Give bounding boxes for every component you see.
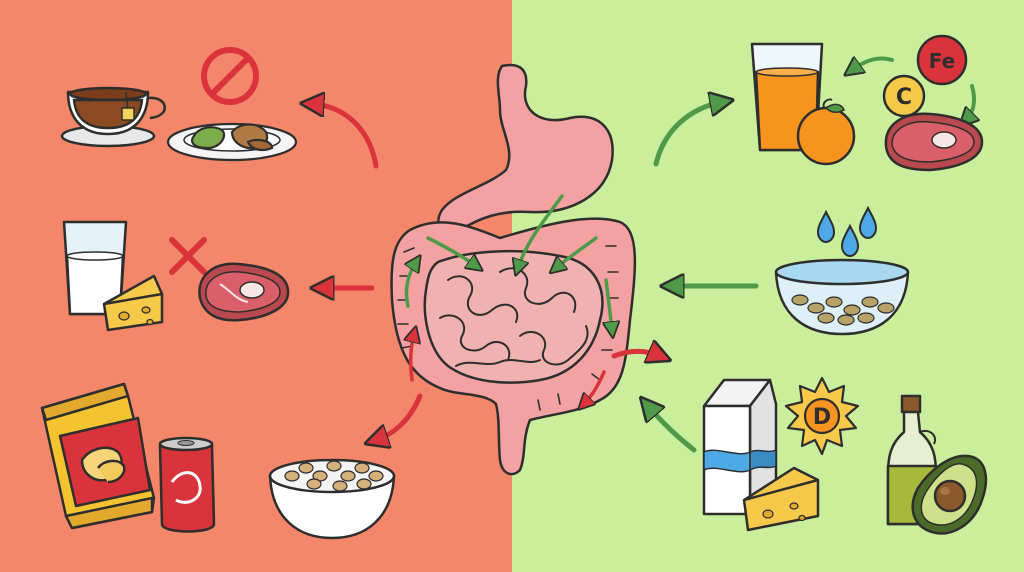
milk-carton-icon xyxy=(702,378,778,516)
bean-bowl-icon xyxy=(268,458,396,540)
flow-arrow xyxy=(406,262,416,308)
raw-meat-icon xyxy=(198,262,290,322)
flow-arrow xyxy=(556,236,598,268)
enhance-arrow-top xyxy=(653,102,722,167)
water-drops-icon xyxy=(816,205,878,258)
stomach xyxy=(437,63,614,234)
orange-icon xyxy=(796,98,856,166)
small-intestine xyxy=(423,249,604,384)
iron-arrow xyxy=(966,84,974,120)
enhance-arrow-bottom xyxy=(648,406,697,453)
flow-arrow xyxy=(426,236,476,266)
cross-mark-icon xyxy=(169,237,207,275)
vitamin-c-badge: C xyxy=(882,74,926,118)
tea-cup-icon xyxy=(60,86,166,148)
flow-arrow xyxy=(518,194,564,268)
chips-bag-icon xyxy=(40,382,156,530)
inhibit-arrow-colon xyxy=(611,352,660,357)
prohibited-sign-icon xyxy=(201,47,259,105)
internal-flow-arrows xyxy=(406,194,612,404)
flow-arrow xyxy=(606,278,612,330)
iron-badge: Fe xyxy=(916,34,968,86)
soda-can-icon xyxy=(158,436,216,533)
vitamin-c-arrow xyxy=(852,58,894,70)
sun-icon: D xyxy=(784,376,860,456)
digestive-system-icon xyxy=(390,63,637,476)
iron-label: Fe xyxy=(929,49,955,73)
avocado-icon xyxy=(911,454,988,535)
meat-icon xyxy=(884,112,984,172)
soaked-beans-bowl-icon xyxy=(774,258,910,336)
inhibit-arrow-bottom xyxy=(376,393,423,440)
inhibit-arrow-top xyxy=(312,104,379,169)
cheese-icon xyxy=(102,274,164,332)
vitamin-c-label: C xyxy=(896,85,912,110)
vitamin-d-label: D xyxy=(813,405,831,430)
flow-arrow xyxy=(584,370,606,404)
flow-arrow xyxy=(411,334,414,382)
outer-arrows xyxy=(312,58,974,453)
cheese-icon xyxy=(742,466,820,532)
plant-food-plate-icon xyxy=(166,122,298,162)
